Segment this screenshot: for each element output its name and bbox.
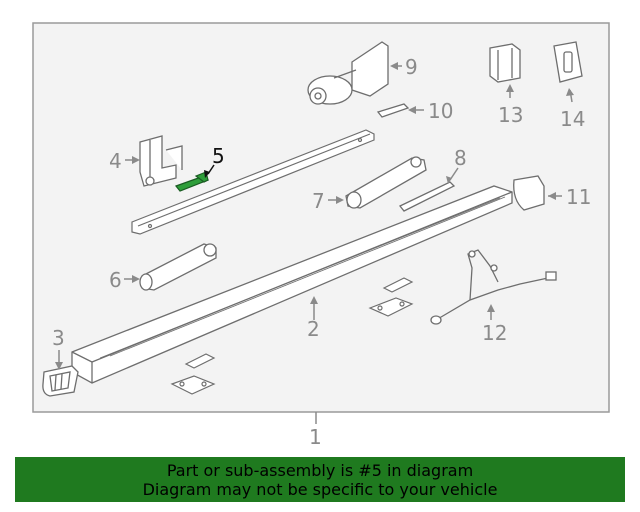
- banner-line-1: Part or sub-assembly is #5 in diagram: [166, 461, 474, 480]
- part-11-end-cover[interactable]: [513, 175, 545, 211]
- part-13-module[interactable]: [489, 43, 521, 83]
- part-7-upper-arm[interactable]: [345, 156, 427, 209]
- callout-9: 9: [405, 55, 418, 79]
- callout-5: 5: [212, 144, 225, 168]
- callout-12: 12: [482, 321, 507, 345]
- mount-plate-upper: [368, 277, 414, 317]
- callout-4: 4: [109, 149, 122, 173]
- callout-7: 7: [312, 189, 325, 213]
- callout-3: 3: [52, 326, 65, 350]
- mount-plate-lower: [170, 353, 216, 395]
- callout-11: 11: [566, 185, 591, 209]
- support-rail: [131, 129, 375, 235]
- callout-1: 1: [309, 425, 322, 449]
- callout-13: 13: [498, 103, 523, 127]
- callout-10: 10: [428, 99, 453, 123]
- fitment-banner: Part or sub-assembly is #5 in diagram Di…: [15, 457, 625, 502]
- part-3-end-cap[interactable]: [42, 365, 79, 397]
- callout-14: 14: [560, 107, 585, 131]
- callout-8: 8: [454, 146, 467, 170]
- part-12-harness[interactable]: [430, 249, 557, 325]
- part-14-switch[interactable]: [553, 41, 583, 83]
- callout-6: 6: [109, 268, 122, 292]
- banner-line-2: Diagram may not be specific to your vehi…: [142, 480, 498, 499]
- part-8-strip[interactable]: [398, 181, 456, 212]
- part-10-clip[interactable]: [376, 103, 410, 118]
- part-9-motor[interactable]: [307, 41, 389, 105]
- callout-2: 2: [307, 317, 320, 341]
- part-4-bracket[interactable]: [139, 135, 183, 187]
- part-6-lower-arm[interactable]: [139, 243, 217, 291]
